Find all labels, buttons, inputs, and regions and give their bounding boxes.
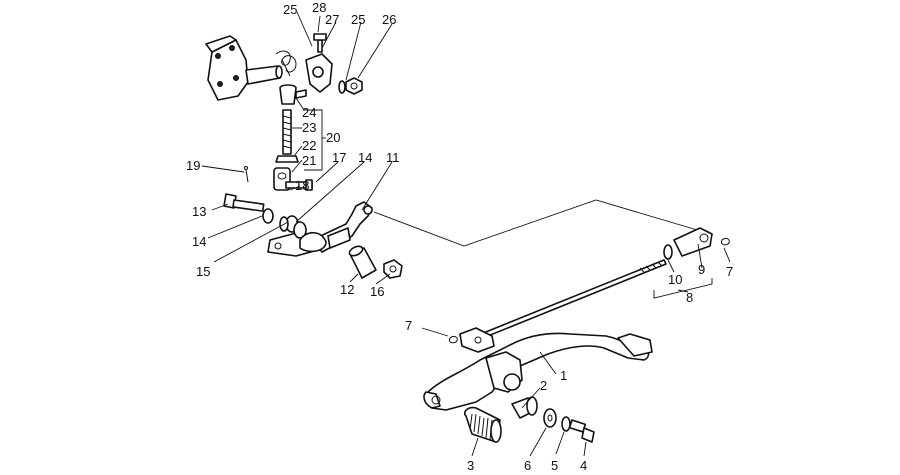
rod-end-9 <box>673 227 713 257</box>
callout-21: 21 <box>302 153 316 168</box>
spacer-12 <box>348 245 377 279</box>
circlip-7-right <box>721 237 730 246</box>
linkage-rod-8 <box>459 259 667 353</box>
callout-17: 17 <box>332 150 346 165</box>
callout-25b: 25 <box>351 12 365 27</box>
callout-19: 19 <box>186 158 200 173</box>
callout-8: 8 <box>686 290 693 305</box>
callout-11: 11 <box>386 150 400 165</box>
callout-24: 24 <box>302 105 316 120</box>
callout-15: 15 <box>196 264 210 279</box>
callout-18: 18 <box>295 178 309 193</box>
washer-6 <box>543 408 557 428</box>
bushing-2 <box>511 396 538 419</box>
callout-14a: 14 <box>358 150 372 165</box>
threaded-rod-23 <box>282 109 292 155</box>
callout-7b: 7 <box>726 264 733 279</box>
clip-19 <box>244 166 249 183</box>
footpeg-3 <box>463 406 502 443</box>
callout-7a: 7 <box>405 318 412 333</box>
pin-18 <box>285 179 313 191</box>
callout-28: 28 <box>312 0 326 15</box>
washer-25 <box>338 80 346 94</box>
callout-23: 23 <box>302 120 316 135</box>
callout-26: 26 <box>382 12 396 27</box>
callout-2: 2 <box>540 378 547 393</box>
circlip-7-left <box>449 335 458 344</box>
spring-washer-5 <box>561 416 571 432</box>
shift-lever-1 <box>423 332 653 411</box>
callout-12: 12 <box>340 282 354 297</box>
return-spring <box>275 50 297 77</box>
callout-5: 5 <box>551 458 558 473</box>
callout-16: 16 <box>370 284 384 299</box>
bolt-13 <box>223 193 265 212</box>
callout-9: 9 <box>698 262 705 277</box>
callout-22: 22 <box>302 138 316 153</box>
callout-25a: 25 <box>283 2 297 17</box>
ball-joint-24 <box>279 84 307 105</box>
callout-4: 4 <box>580 458 587 473</box>
gear-selector-housing <box>205 35 283 101</box>
callout-10: 10 <box>668 272 682 287</box>
nut-16 <box>383 259 403 279</box>
callout-1: 1 <box>560 368 567 383</box>
callout-6: 6 <box>524 458 531 473</box>
callout-27: 27 <box>325 12 339 27</box>
selector-arm <box>305 33 333 93</box>
lever-11 <box>299 201 373 253</box>
callout-3: 3 <box>467 458 474 473</box>
washer-14-left <box>262 208 274 224</box>
callout-20: 20 <box>326 130 340 145</box>
callout-14b: 14 <box>192 234 206 249</box>
bolt-4 <box>568 419 595 443</box>
callout-13: 13 <box>192 204 206 219</box>
washer-10 <box>663 244 673 260</box>
nut-22 <box>275 155 299 163</box>
nut-26 <box>345 77 363 95</box>
